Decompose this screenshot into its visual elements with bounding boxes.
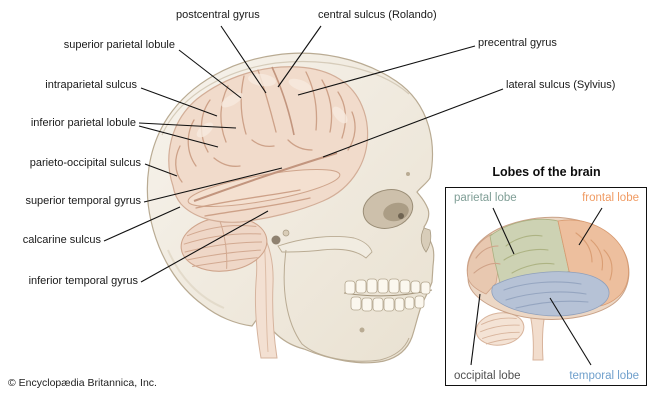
label-superior-temporal-gyrus: superior temporal gyrus — [25, 195, 141, 207]
mandible-line — [283, 249, 410, 362]
cerebellum — [180, 216, 268, 272]
label-central-sulcus: central sulcus (Rolando) — [318, 9, 437, 21]
label-parieto-occipital-sulcus: parieto-occipital sulcus — [29, 157, 141, 169]
label-intraparietal-sulcus: intraparietal sulcus — [45, 79, 137, 91]
inset-brainstem — [529, 313, 546, 361]
label-postcentral-gyrus: postcentral gyrus — [176, 9, 260, 21]
label-precentral-gyrus: precentral gyrus — [478, 37, 557, 49]
label-superior-parietal-lobule: superior parietal lobule — [63, 39, 175, 51]
label-inferior-temporal-gyrus: inferior temporal gyrus — [28, 275, 138, 287]
teeth — [344, 278, 431, 312]
inset-gyri — [473, 232, 613, 309]
label-frontal-lobe: frontal lobe — [582, 192, 639, 204]
inset-leader-lines — [470, 207, 603, 366]
skull-face — [271, 172, 433, 362]
inset-temporal-lobe — [491, 271, 610, 317]
inset-title: Lobes of the brain — [492, 165, 601, 179]
spinal-cord — [249, 227, 278, 359]
lobes-illustration — [466, 207, 630, 366]
ear-canal — [271, 235, 281, 245]
gyri-lines — [175, 69, 356, 217]
superior-temporal-gyrus-band — [187, 168, 341, 208]
label-parietal-lobe: parietal lobe — [454, 192, 517, 204]
label-temporal-lobe: temporal lobe — [569, 370, 639, 382]
leader-lines — [103, 25, 504, 283]
nasal-aperture — [420, 227, 432, 253]
label-inferior-parietal-lobule: inferior parietal lobule — [30, 117, 136, 129]
label-lateral-sulcus: lateral sulcus (Sylvius) — [506, 79, 616, 91]
inset-box: parietal lobe frontal lobe occipital lob… — [445, 187, 647, 386]
central-sulcus-line — [271, 66, 295, 136]
lateral-sulcus-line — [193, 152, 338, 202]
zygomatic-arch — [277, 236, 373, 259]
label-calcarine-sulcus: calcarine sulcus — [22, 234, 101, 246]
label-occipital-lobe: occipital lobe — [454, 370, 521, 382]
copyright-credit: © Encyclopædia Britannica, Inc. — [8, 377, 157, 389]
inset-cerebellum — [475, 312, 525, 346]
